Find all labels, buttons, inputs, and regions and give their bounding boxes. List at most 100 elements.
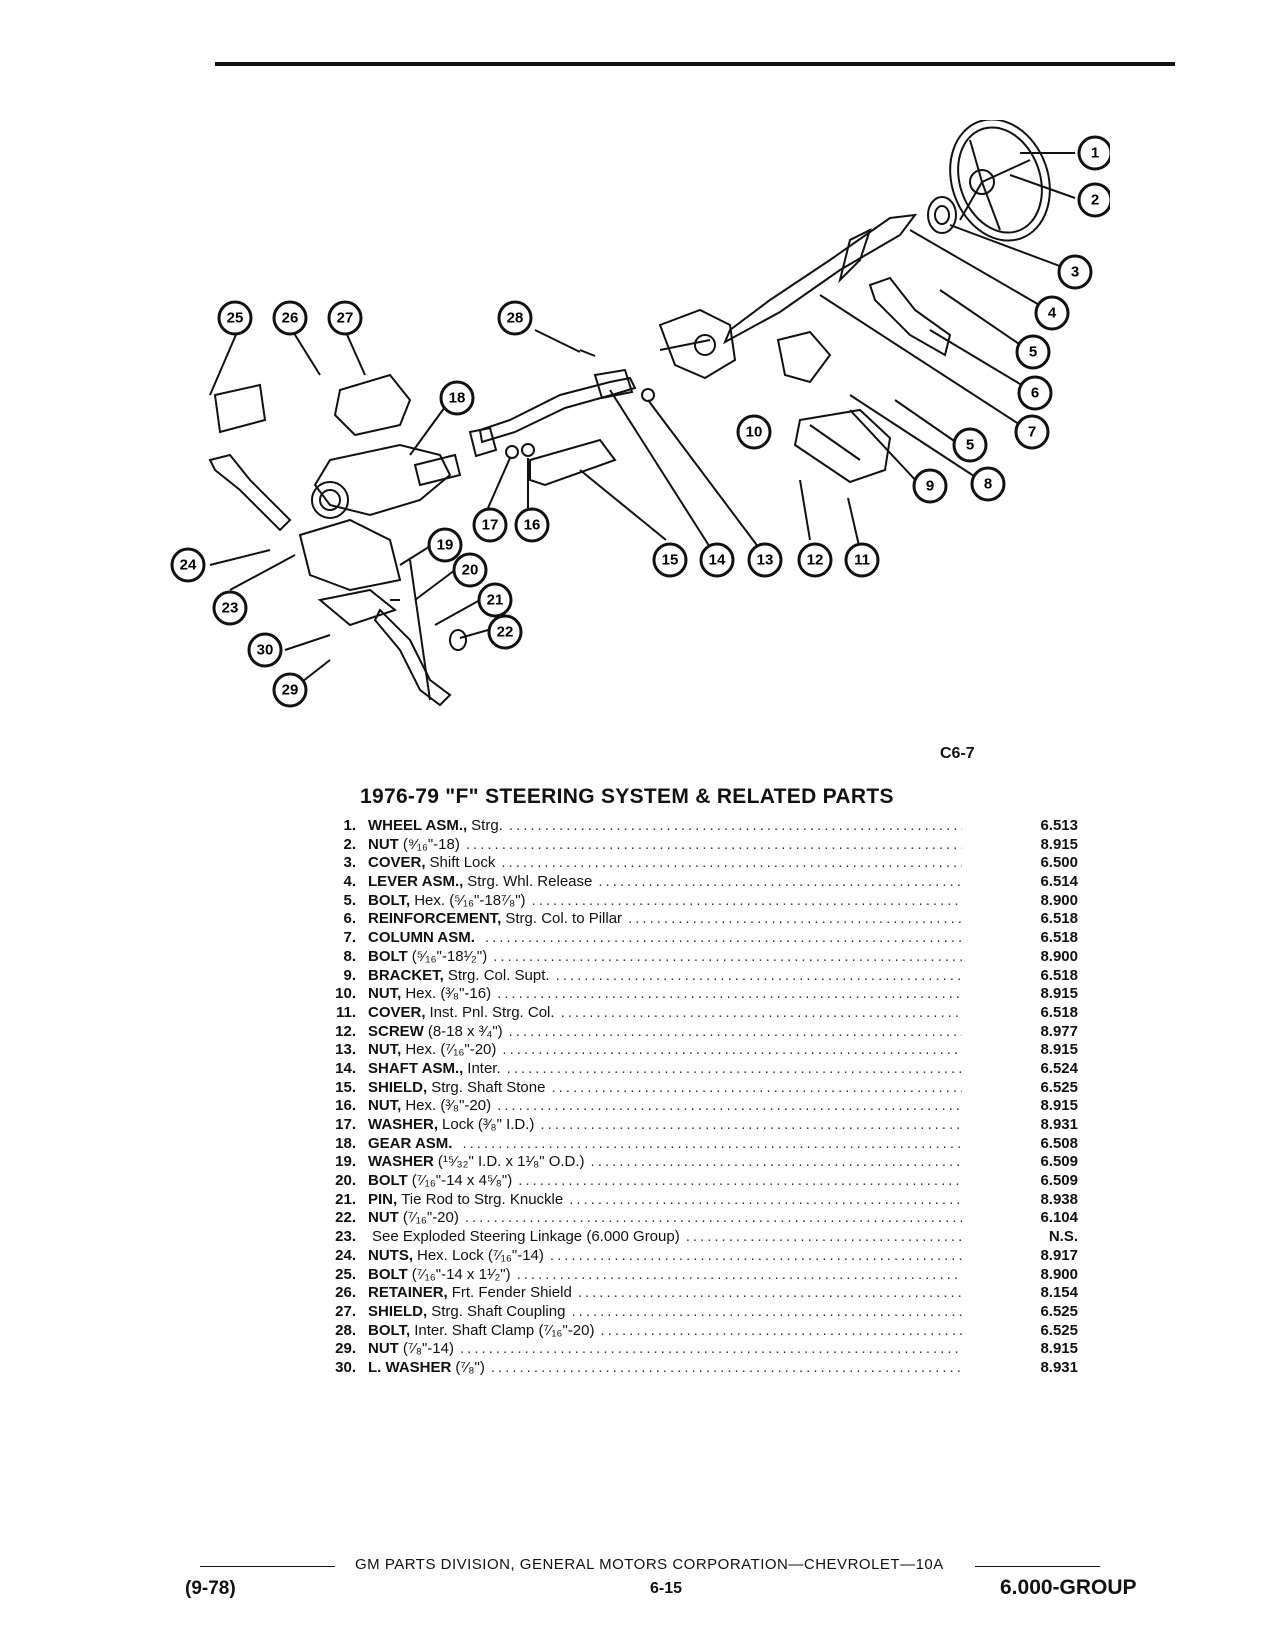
dot-leader xyxy=(591,1153,962,1172)
part-group-number: 6.513 xyxy=(1040,817,1078,834)
parts-list-row: 26.RETAINER,Frt. Fender Shield8.154 xyxy=(318,1284,1078,1303)
part-group-number: 6.514 xyxy=(1040,873,1078,891)
part-number: 17. xyxy=(335,1116,356,1133)
part-name: NUT xyxy=(368,1209,399,1227)
parts-list-row: 25.BOLT(⁷⁄₁₆"-14 x 1¹⁄₂")8.900 xyxy=(318,1266,1078,1285)
callout-21: 21 xyxy=(477,582,513,618)
parts-list-row: 2.NUT(⁹⁄₁₆"-18)8.915 xyxy=(318,836,1078,855)
svg-text:8: 8 xyxy=(984,476,992,493)
parts-list-row: 11.COVER,Inst. Pnl. Strg. Col.6.518 xyxy=(318,1004,1078,1023)
part-group-number: 8.900 xyxy=(1040,947,1078,965)
top-rule xyxy=(215,62,1175,66)
parts-list-row: 16.NUT,Hex. (³⁄₈"-20)8.915 xyxy=(318,1097,1078,1116)
svg-text:5: 5 xyxy=(1029,344,1037,361)
svg-text:2: 2 xyxy=(1091,192,1099,209)
part-number: 14. xyxy=(335,1059,356,1077)
svg-text:7: 7 xyxy=(1028,424,1036,441)
part-description: (⁷⁄₈"-14) xyxy=(402,1340,454,1358)
parts-list-row: 21.PIN,Tie Rod to Strg. Knuckle8.938 xyxy=(318,1191,1078,1210)
part-description: See Exploded Steering Linkage (6.000 Gro… xyxy=(372,1228,680,1246)
svg-text:11: 11 xyxy=(854,552,870,569)
part-name: NUT xyxy=(368,1340,399,1358)
leader-lines xyxy=(209,152,1076,686)
part-group-number: 8.931 xyxy=(1040,1116,1078,1133)
svg-text:22: 22 xyxy=(497,624,514,641)
part-name: L. WASHER xyxy=(368,1358,452,1376)
parts-list-row: 8.BOLT(⁵⁄₁₆"-18¹⁄₂")8.900 xyxy=(318,948,1078,967)
part-description: (⁷⁄₁₆"-20) xyxy=(402,1209,459,1227)
part-name: SHAFT ASM., xyxy=(368,1059,464,1077)
callout-2: 2 xyxy=(1077,182,1110,218)
parts-list-row: 15.SHIELD,Strg. Shaft Stone6.525 xyxy=(318,1079,1078,1098)
callout-20: 20 xyxy=(452,552,488,588)
svg-text:4: 4 xyxy=(1048,305,1057,322)
part-name: COVER, xyxy=(368,1003,426,1021)
part-description: Strg. Shaft Stone xyxy=(431,1078,546,1096)
dot-leader xyxy=(540,1116,962,1135)
dot-leader xyxy=(497,985,962,1004)
callout-28: 28 xyxy=(497,300,533,336)
dot-leader xyxy=(465,1209,962,1228)
part-name: BRACKET, xyxy=(368,966,444,984)
part-description: Shift Lock xyxy=(429,854,496,872)
footer-rule-right xyxy=(975,1566,1100,1567)
callout-1: 1 xyxy=(1077,135,1110,171)
part-name: LEVER ASM., xyxy=(368,873,464,891)
part-description: Frt. Fender Shield xyxy=(451,1284,572,1302)
part-name: WASHER xyxy=(368,1153,434,1171)
part-group-number: N.S. xyxy=(1048,1228,1078,1246)
part-number: 2. xyxy=(343,835,356,853)
part-description: Lock (³⁄₈" I.D.) xyxy=(442,1116,535,1133)
part-number: 20. xyxy=(335,1172,356,1190)
parts-list: 1.WHEEL ASM.,Strg.6.5132.NUT(⁹⁄₁₆"-18)8.… xyxy=(318,817,1078,1378)
part-name: NUTS, xyxy=(368,1246,413,1264)
dot-leader xyxy=(598,873,962,892)
callout-3: 3 xyxy=(1057,254,1093,290)
parts-list-row: 20.BOLT(⁷⁄₁₆"-14 x 4⁵⁄₈")6.509 xyxy=(318,1172,1078,1191)
part-name: COVER, xyxy=(368,854,426,872)
svg-text:15: 15 xyxy=(662,552,679,569)
dot-leader xyxy=(462,1135,962,1154)
dot-leader xyxy=(532,892,962,911)
part-name: RETAINER, xyxy=(368,1284,448,1302)
footer-page-number: 6-15 xyxy=(650,1580,683,1597)
part-number: 10. xyxy=(335,985,356,1003)
callout-8: 8 xyxy=(970,466,1006,502)
part-description: (⁷⁄₈") xyxy=(455,1358,485,1376)
part-number: 5. xyxy=(343,891,356,909)
diagram-code: C6-7 xyxy=(940,745,975,762)
svg-text:25: 25 xyxy=(227,310,244,327)
svg-text:12: 12 xyxy=(807,552,824,569)
part-group-number: 8.915 xyxy=(1040,1041,1078,1059)
svg-text:17: 17 xyxy=(482,517,499,534)
parts-list-row: 3.COVER,Shift Lock6.500 xyxy=(318,854,1078,873)
part-description: (⁹⁄₁₆"-18) xyxy=(402,835,460,853)
callout-27: 27 xyxy=(327,300,363,336)
part-group-number: 8.938 xyxy=(1040,1190,1078,1208)
part-group-number: 6.518 xyxy=(1040,929,1078,947)
part-description: (8-18 x ³⁄₄") xyxy=(427,1022,503,1040)
svg-text:1: 1 xyxy=(1091,145,1099,162)
part-group-number: 8.915 xyxy=(1040,985,1078,1003)
callout-25: 25 xyxy=(217,300,253,336)
callout-13: 13 xyxy=(747,542,783,578)
callout-5: 5 xyxy=(1015,334,1051,370)
part-description: Hex. (⁵⁄₁₆"-18⁷⁄₈") xyxy=(414,891,526,909)
part-description: (⁷⁄₁₆"-14 x 1¹⁄₂") xyxy=(411,1265,511,1283)
callout-12: 12 xyxy=(797,542,833,578)
part-number: 15. xyxy=(335,1078,356,1096)
part-number: 12. xyxy=(335,1022,356,1040)
svg-text:27: 27 xyxy=(337,310,354,327)
part-group-number: 6.509 xyxy=(1040,1172,1078,1190)
part-group-number: 6.508 xyxy=(1040,1134,1078,1152)
part-number: 27. xyxy=(335,1302,356,1320)
dot-leader xyxy=(509,817,962,836)
dot-leader xyxy=(578,1284,962,1303)
part-name: SHIELD, xyxy=(368,1302,428,1320)
part-group-number: 6.525 xyxy=(1040,1321,1078,1339)
part-description: (⁷⁄₁₆"-14 x 4⁵⁄₈") xyxy=(411,1172,513,1190)
dot-leader xyxy=(561,1004,962,1023)
callout-29: 29 xyxy=(272,672,308,708)
part-number: 22. xyxy=(335,1209,356,1227)
part-number: 23. xyxy=(335,1228,356,1246)
